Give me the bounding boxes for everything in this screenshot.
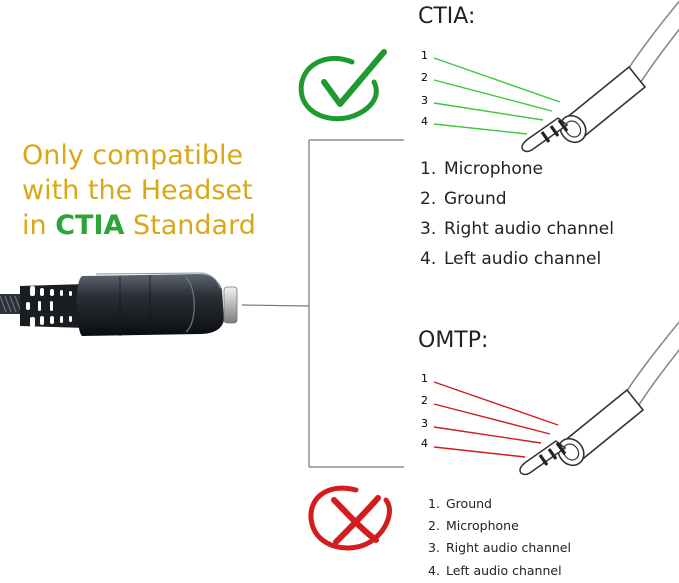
list-item: 1. Microphone: [420, 156, 614, 186]
ctia-jack-drawing: [520, 0, 679, 154]
list-item: 1. Ground: [428, 494, 571, 516]
ctia-pin-number-4: 4: [421, 115, 428, 128]
compat-line-3: in CTIA Standard: [22, 208, 292, 243]
compatibility-note: Only compatible with the Headset in CTIA…: [22, 138, 292, 243]
list-item: 3. Right audio channel: [420, 216, 614, 246]
pin-label: Microphone: [446, 518, 519, 534]
ctia-pin-numbers: 1 2 3 4: [421, 49, 428, 128]
omtp-title: OMTP:: [418, 328, 489, 353]
ctia-pin-lines: [433, 57, 561, 135]
pin-label: Microphone: [444, 159, 543, 179]
pin-label: Right audio channel: [444, 219, 614, 239]
pin-number: 4.: [428, 562, 440, 578]
omtp-pin-number-1: 1: [421, 372, 428, 385]
compat-line-3-prefix: in: [22, 210, 47, 241]
list-item: 2. Ground: [420, 186, 614, 216]
ctia-pin-number-2: 2: [421, 71, 428, 84]
compat-line-2: with the Headset: [22, 175, 253, 206]
compat-line-3-suffix: Standard: [133, 210, 256, 241]
list-item: 4. Left audio channel: [428, 561, 571, 583]
list-item: 2. Microphone: [428, 516, 571, 538]
ctia-pin-number-3: 3: [421, 94, 428, 107]
bracket-connector: [241, 139, 404, 468]
pin-label: Ground: [446, 496, 492, 511]
omtp-pin-lines: [433, 381, 559, 458]
pin-label: Right audio channel: [446, 540, 571, 556]
pin-number: 3.: [428, 540, 440, 556]
pin-number: 1.: [428, 496, 440, 511]
pin-label: Left audio channel: [444, 249, 602, 269]
ctia-pin-list: 1. Microphone 2. Ground 3. Right audio chan…: [420, 156, 614, 276]
pin-number: 3.: [420, 219, 437, 239]
ctia-highlight: CTIA: [55, 210, 125, 241]
headphone-adapter-image: [0, 272, 238, 336]
omtp-pin-number-2: 2: [421, 394, 428, 407]
ctia-pin-number-1: 1: [421, 49, 428, 62]
list-item: 3. Right audio channel: [428, 538, 571, 560]
pin-label: Ground: [444, 189, 507, 209]
omtp-pin-number-3: 3: [421, 417, 428, 430]
omtp-pin-list: 1. Ground 2. Microphone 3. Right audio chan…: [428, 494, 571, 583]
pin-number: 1.: [420, 159, 437, 179]
pin-number: 2.: [420, 189, 437, 209]
grip-slots: [26, 286, 72, 327]
cross-mark-icon: [308, 485, 392, 551]
compat-line-1: Only compatible: [22, 140, 244, 171]
pin-number: 4.: [420, 249, 437, 269]
check-mark-icon: [298, 49, 387, 122]
pin-number: 2.: [428, 518, 440, 534]
list-item: 4. Left audio channel: [420, 246, 614, 276]
omtp-jack-drawing: [518, 276, 679, 477]
pin-label: Left audio channel: [446, 562, 562, 578]
omtp-pin-number-4: 4: [421, 437, 428, 450]
omtp-pin-numbers: 1 2 3 4: [421, 372, 428, 450]
ctia-title: CTIA:: [418, 4, 476, 29]
